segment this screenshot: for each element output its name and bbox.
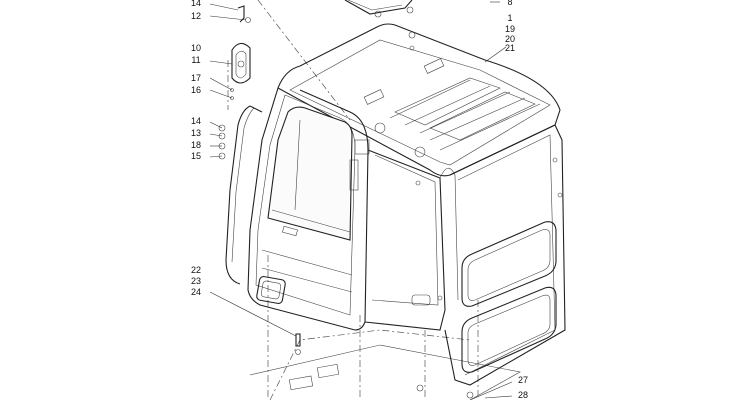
callout-24: 24 [190, 287, 201, 297]
callout-28: 28 [517, 390, 528, 400]
callout-13: 13 [190, 128, 201, 138]
exploded-fasteners [218, 5, 301, 355]
callout-21: 21 [504, 43, 515, 53]
callout-16: 16 [190, 85, 201, 95]
callout-17: 17 [190, 73, 201, 83]
callout-27: 27 [517, 375, 528, 385]
callout-10: 10 [190, 43, 201, 53]
callout-15: 15 [190, 151, 201, 161]
callout-11: 11 [191, 55, 201, 65]
callout-19: 19 [504, 24, 515, 34]
floor-plate [249, 329, 521, 400]
callout-14-top: 14 [190, 0, 201, 8]
callout-8: 8 [507, 0, 513, 7]
callout-18: 18 [190, 140, 201, 150]
callout-1: 1 [507, 13, 513, 23]
leader-lines [209, 1, 513, 400]
cab-body [247, 23, 566, 386]
callout-23: 23 [190, 276, 201, 286]
callout-22: 22 [190, 265, 201, 275]
callout-14-mid: 14 [190, 116, 201, 126]
callout-12: 12 [190, 11, 201, 21]
callout-20: 20 [504, 34, 515, 44]
roof-hatch [344, 0, 414, 18]
